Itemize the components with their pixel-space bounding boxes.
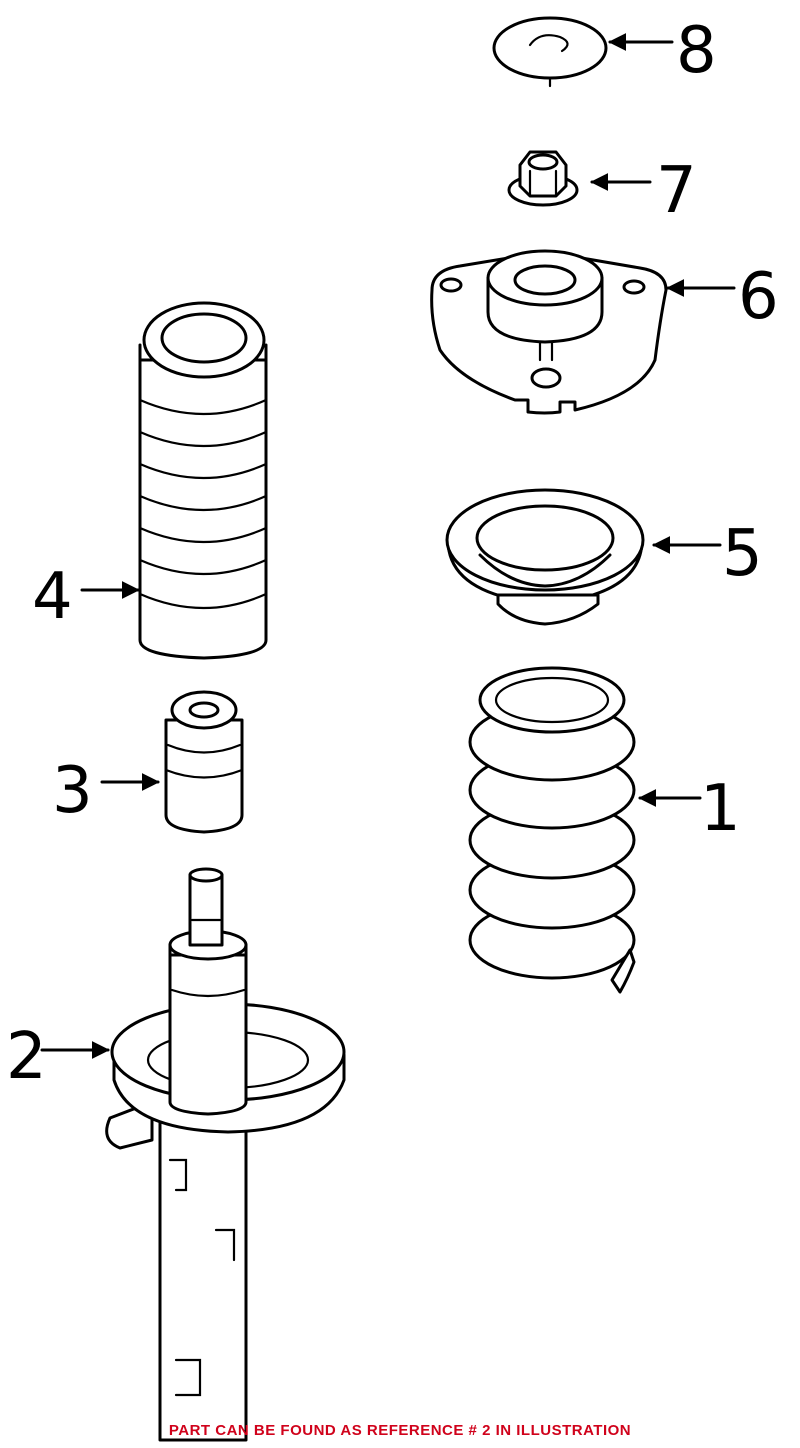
callout-label-6: 6 <box>738 260 779 334</box>
part-2-strut-assembly <box>105 867 346 1442</box>
callout-label-7: 7 <box>656 154 697 228</box>
callout-label-4: 4 <box>32 560 73 634</box>
callout-label-3: 3 <box>52 754 93 828</box>
part-5-spring-seat <box>445 488 645 626</box>
part-1-coil-spring <box>468 666 636 994</box>
callout-label-8: 8 <box>676 14 717 88</box>
part-8-dust-cap <box>492 16 608 88</box>
callout-label-2: 2 <box>6 1020 47 1094</box>
part-7-flange-nut <box>507 150 579 207</box>
part-3-bump-stop <box>164 690 244 834</box>
part-4-dust-boot <box>138 301 268 660</box>
reference-note: PART CAN BE FOUND AS REFERENCE # 2 IN IL… <box>168 1422 632 1439</box>
callout-label-5: 5 <box>722 517 763 591</box>
part-6-strut-mount <box>430 249 668 415</box>
callout-label-1: 1 <box>700 772 741 846</box>
